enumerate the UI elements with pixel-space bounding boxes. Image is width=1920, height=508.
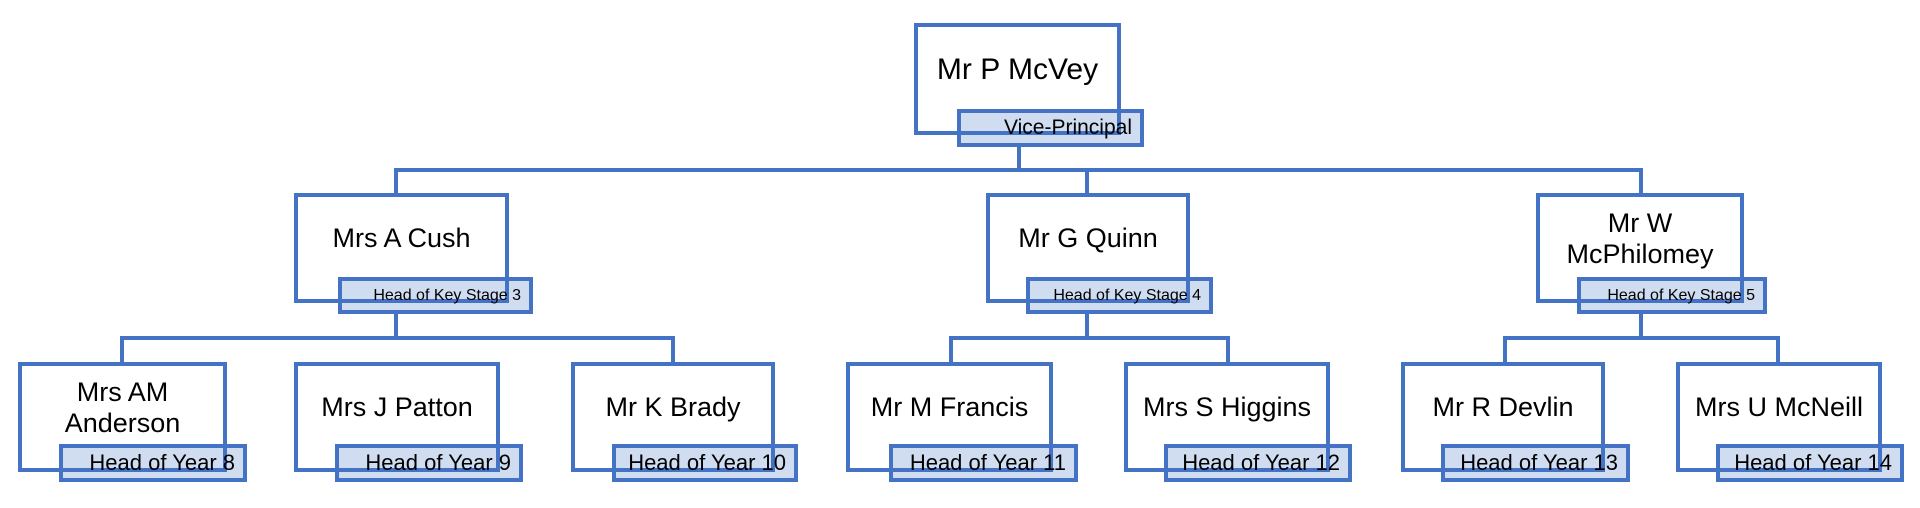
connector: [1017, 145, 1021, 172]
node-role-label: Head of Key Stage 4: [1026, 277, 1213, 314]
node-role-label: Head of Year 8: [59, 444, 247, 482]
node-name: Mr K Brady: [605, 392, 741, 423]
org-node-ks5[interactable]: Mr W McPhilomey: [1536, 193, 1744, 303]
connector: [394, 168, 398, 195]
org-node-year9[interactable]: Mrs J Patton: [294, 362, 500, 472]
org-node-ks4[interactable]: Mr G Quinn: [986, 193, 1190, 303]
connector: [949, 336, 1230, 340]
node-role-label: Head of Year 12: [1164, 444, 1352, 482]
org-node-root[interactable]: Mr P McVey: [914, 23, 1121, 135]
connector: [1503, 336, 1780, 340]
node-name: Mrs A Cush: [332, 223, 471, 254]
connector: [120, 336, 675, 340]
connector: [1776, 336, 1780, 365]
node-name: Mrs J Patton: [321, 392, 473, 423]
org-node-year13[interactable]: Mr R Devlin: [1401, 362, 1605, 472]
org-node-year11[interactable]: Mr M Francis: [846, 362, 1053, 472]
node-name: Mrs U McNeill: [1695, 392, 1863, 423]
node-name: Mr G Quinn: [1018, 223, 1158, 254]
connector: [1085, 311, 1089, 340]
node-name: Mrs AM Anderson: [64, 376, 181, 438]
node-name: Mr P McVey: [936, 52, 1099, 86]
node-name: Mr R Devlin: [1432, 392, 1574, 423]
connector: [671, 336, 675, 365]
node-role-label: Head of Year 10: [612, 444, 798, 482]
connector: [1639, 168, 1643, 195]
connector: [394, 311, 398, 340]
org-node-year12[interactable]: Mrs S Higgins: [1124, 362, 1330, 472]
node-role-label: Head of Year 9: [335, 444, 523, 482]
org-node-year8[interactable]: Mrs AM Anderson: [18, 362, 227, 472]
node-role-label: Head of Year 13: [1441, 444, 1630, 482]
node-role-label: Head of Year 11: [889, 444, 1078, 482]
node-name: Mr M Francis: [870, 392, 1029, 423]
node-name: Mrs S Higgins: [1142, 392, 1312, 423]
node-role-label: Head of Key Stage 5: [1577, 277, 1767, 314]
connector: [1226, 336, 1230, 365]
org-node-ks3[interactable]: Mrs A Cush: [294, 193, 509, 303]
node-role-label: Head of Year 14: [1716, 444, 1904, 482]
connector: [1503, 336, 1507, 365]
node-name: Mr W McPhilomey: [1566, 207, 1714, 269]
connector: [949, 336, 953, 365]
connector: [1085, 168, 1089, 195]
connector: [120, 336, 124, 365]
connector: [1639, 311, 1643, 340]
org-node-year10[interactable]: Mr K Brady: [571, 362, 775, 472]
node-role-label: Head of Key Stage 3: [338, 277, 533, 314]
connector: [394, 168, 1643, 172]
node-role-label: Vice-Principal: [957, 109, 1144, 147]
org-node-year14[interactable]: Mrs U McNeill: [1676, 362, 1882, 472]
